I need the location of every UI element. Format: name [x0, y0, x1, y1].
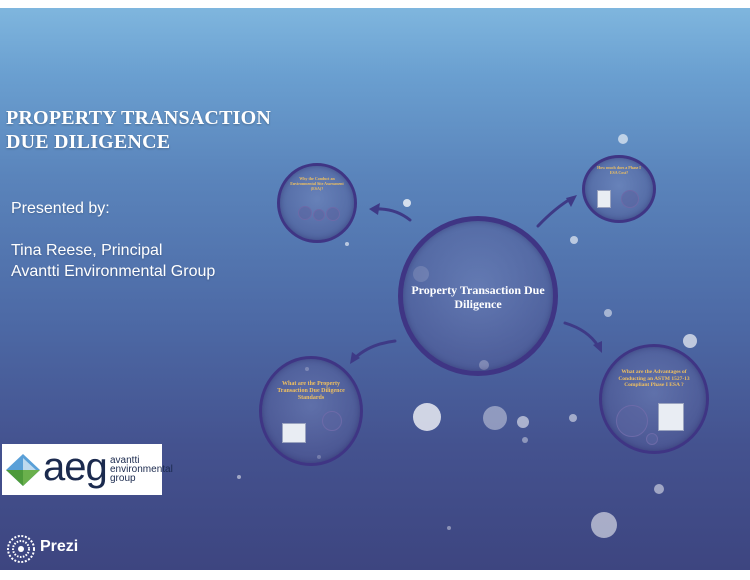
mini-circle	[313, 209, 325, 221]
slide-title-line-2: DUE DILIGENCE	[6, 131, 171, 153]
aeg-logo-mark	[6, 454, 40, 486]
mini-circle	[298, 206, 312, 220]
topic-title-dd-standards: What are the Property Transaction Due Di…	[277, 381, 345, 401]
presenter-block: Tina Reese, Principal Avantti Environmen…	[11, 240, 215, 282]
aeg-logo-sub-line: group	[110, 473, 136, 484]
presenter-name: Tina Reese, Principal	[11, 242, 163, 259]
topic-title-why-esa: Why the Conduct an Environmental Site As…	[290, 176, 344, 191]
mini-circle	[616, 405, 648, 437]
main-topic-circle[interactable]: Property Transaction Due Diligence	[398, 216, 558, 376]
document-thumbnail	[282, 423, 306, 443]
mini-circle	[646, 433, 658, 445]
aeg-logo-word: aeg	[43, 445, 108, 489]
prezi-logo[interactable]: Prezi	[6, 534, 98, 564]
document-thumbnail	[658, 403, 684, 431]
document-thumbnail	[597, 190, 611, 208]
mini-circle	[326, 207, 340, 221]
topic-circle-esa-cost[interactable]: How much does a Phase I ESA Cost?	[582, 155, 656, 223]
presenter-organization: Avantti Environmental Group	[11, 263, 216, 280]
slide-title-line-1: PROPERTY TRANSACTION	[6, 107, 271, 129]
topic-title-esa-cost: How much does a Phase I ESA Cost?	[597, 165, 641, 175]
slide-title: PROPERTY TRANSACTION DUE DILIGENCE	[6, 106, 271, 154]
prezi-logo-text: Prezi	[40, 538, 79, 555]
topic-circle-dd-standards[interactable]: What are the Property Transaction Due Di…	[259, 356, 363, 466]
aeg-logo: aeg avantti environmental group	[2, 444, 173, 495]
aeg-logo-sub-line: avantti	[110, 455, 140, 466]
topic-title-astm-advantages: What are the Advantages of Conducting an…	[618, 369, 690, 388]
prezi-logo-icon	[7, 535, 35, 563]
aeg-logo-sub-line: environmental	[110, 464, 173, 475]
aeg-logo-subtext: avantti environmental group	[110, 455, 173, 484]
topic-circle-astm-advantages[interactable]: What are the Advantages of Conducting an…	[599, 344, 709, 454]
presented-by-label: Presented by:	[11, 200, 110, 217]
topic-circle-why-esa[interactable]: Why the Conduct an Environmental Site As…	[277, 163, 357, 243]
mini-circle	[621, 190, 639, 208]
mini-circle	[322, 411, 342, 431]
prezi-canvas[interactable]: PROPERTY TRANSACTION DUE DILIGENCE Prese…	[0, 8, 750, 570]
main-topic-title: Property Transaction Due Diligence	[411, 283, 545, 311]
